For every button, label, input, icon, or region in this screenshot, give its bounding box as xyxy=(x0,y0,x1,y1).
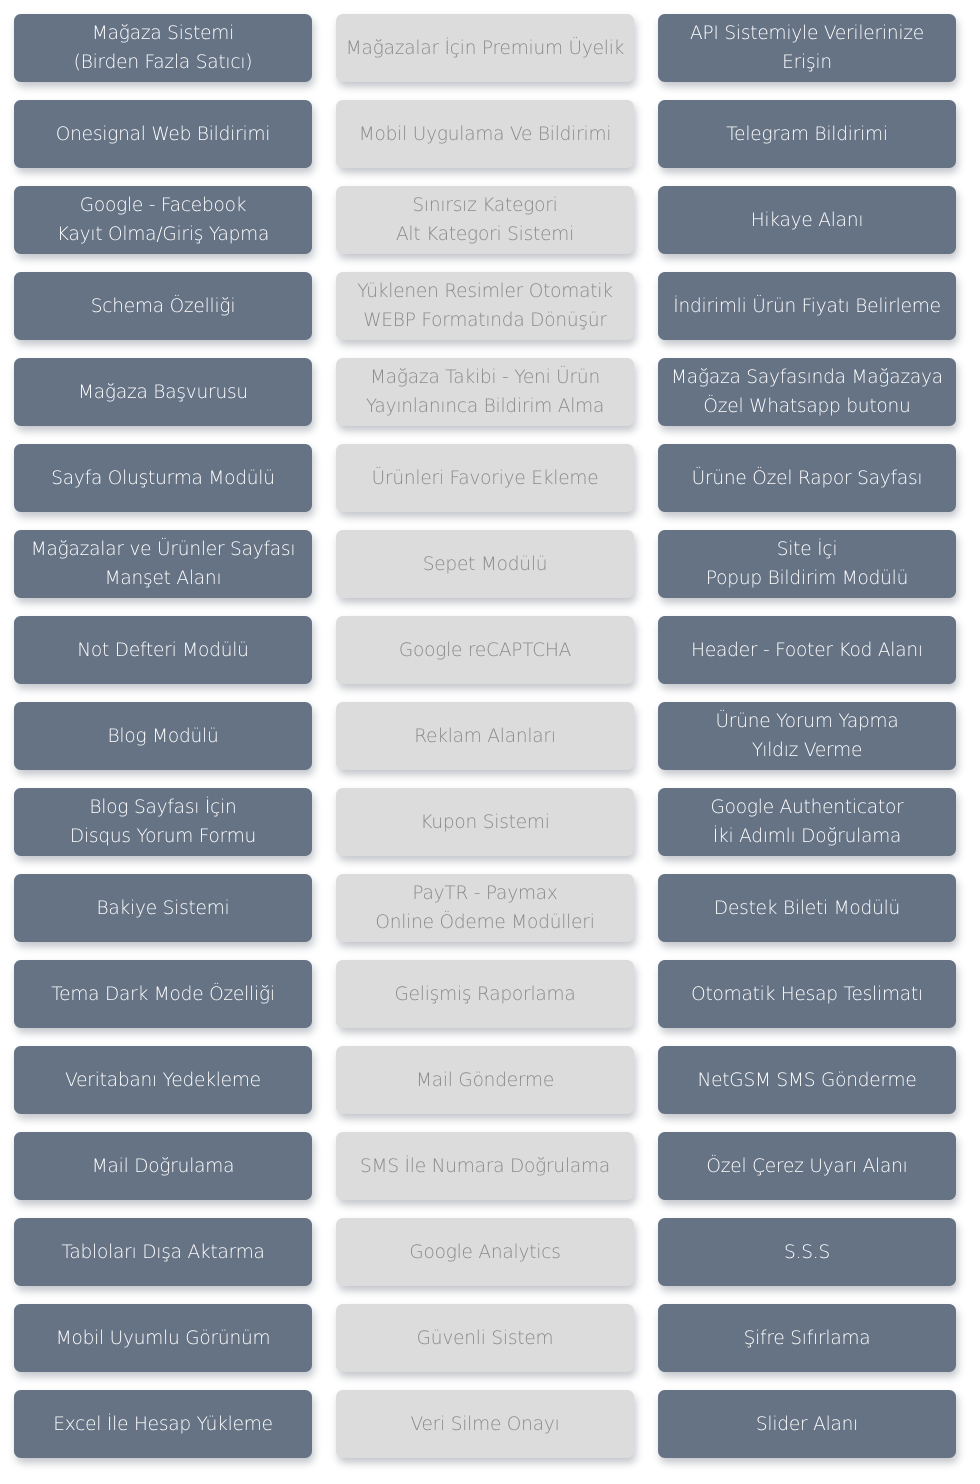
feature-card-r7-c2[interactable]: Sepet Modülü xyxy=(336,530,634,598)
feature-card-r13-c3[interactable]: NetGSM SMS Gönderme xyxy=(658,1046,956,1114)
feature-card-r4-c2[interactable]: Yüklenen Resimler Otomatik WEBP Formatın… xyxy=(336,272,634,340)
feature-card-r3-c3[interactable]: Hikaye Alanı xyxy=(658,186,956,254)
feature-card-r16-c1[interactable]: Mobil Uyumlu Görünüm xyxy=(14,1304,312,1372)
feature-card-r2-c3[interactable]: Telegram Bildirimi xyxy=(658,100,956,168)
feature-grid: Mağaza Sistemi (Birden Fazla Satıcı) Mağa… xyxy=(14,14,956,1458)
feature-card-r15-c2[interactable]: Google Analytics xyxy=(336,1218,634,1286)
feature-card-r12-c2[interactable]: Gelişmiş Raporlama xyxy=(336,960,634,1028)
feature-card-r9-c2[interactable]: Reklam Alanları xyxy=(336,702,634,770)
feature-card-r13-c1[interactable]: Veritabanı Yedekleme xyxy=(14,1046,312,1114)
feature-card-r1-c2[interactable]: Mağazalar İçin Premium Üyelik xyxy=(336,14,634,82)
feature-card-r5-c2[interactable]: Mağaza Takibi - Yeni Ürün Yayınlanınca B… xyxy=(336,358,634,426)
feature-card-r8-c2[interactable]: Google reCAPTCHA xyxy=(336,616,634,684)
feature-card-r17-c3[interactable]: Slider Alanı xyxy=(658,1390,956,1458)
feature-card-r14-c2[interactable]: SMS İle Numara Doğrulama xyxy=(336,1132,634,1200)
feature-card-r6-c3[interactable]: Ürüne Özel Rapor Sayfası xyxy=(658,444,956,512)
feature-card-r11-c1[interactable]: Bakiye Sistemi xyxy=(14,874,312,942)
feature-card-r4-c1[interactable]: Schema Özelliği xyxy=(14,272,312,340)
feature-card-r11-c3[interactable]: Destek Bileti Modülü xyxy=(658,874,956,942)
feature-card-r9-c1[interactable]: Blog Modülü xyxy=(14,702,312,770)
feature-card-r16-c3[interactable]: Şifre Sıfırlama xyxy=(658,1304,956,1372)
feature-card-r14-c1[interactable]: Mail Doğrulama xyxy=(14,1132,312,1200)
feature-card-r11-c2[interactable]: PayTR - Paymax Online Ödeme Modülleri xyxy=(336,874,634,942)
feature-card-r10-c3[interactable]: Google Authenticator İki Adımlı Doğrulam… xyxy=(658,788,956,856)
feature-card-r9-c3[interactable]: Ürüne Yorum Yapma Yıldız Verme xyxy=(658,702,956,770)
feature-card-r5-c1[interactable]: Mağaza Başvurusu xyxy=(14,358,312,426)
feature-card-r10-c1[interactable]: Blog Sayfası İçin Disqus Yorum Formu xyxy=(14,788,312,856)
feature-card-r12-c1[interactable]: Tema Dark Mode Özelliği xyxy=(14,960,312,1028)
feature-card-r2-c2[interactable]: Mobil Uygulama Ve Bildirimi xyxy=(336,100,634,168)
feature-card-r6-c2[interactable]: Ürünleri Favoriye Ekleme xyxy=(336,444,634,512)
feature-card-r15-c1[interactable]: Tabloları Dışa Aktarma xyxy=(14,1218,312,1286)
feature-card-r8-c3[interactable]: Header - Footer Kod Alanı xyxy=(658,616,956,684)
feature-card-r16-c2[interactable]: Güvenli Sistem xyxy=(336,1304,634,1372)
feature-card-r15-c3[interactable]: S.S.S xyxy=(658,1218,956,1286)
feature-card-r8-c1[interactable]: Not Defteri Modülü xyxy=(14,616,312,684)
feature-card-r12-c3[interactable]: Otomatik Hesap Teslimatı xyxy=(658,960,956,1028)
feature-card-r2-c1[interactable]: Onesignal Web Bildirimi xyxy=(14,100,312,168)
feature-card-r3-c2[interactable]: Sınırsız Kategori Alt Kategori Sistemi xyxy=(336,186,634,254)
feature-card-r13-c2[interactable]: Mail Gönderme xyxy=(336,1046,634,1114)
feature-card-r17-c1[interactable]: Excel İle Hesap Yükleme xyxy=(14,1390,312,1458)
feature-card-r3-c1[interactable]: Google - Facebook Kayıt Olma/Giriş Yapma xyxy=(14,186,312,254)
feature-card-r17-c2[interactable]: Veri Silme Onayı xyxy=(336,1390,634,1458)
feature-card-r10-c2[interactable]: Kupon Sistemi xyxy=(336,788,634,856)
feature-card-r7-c1[interactable]: Mağazalar ve Ürünler Sayfası Manşet Alan… xyxy=(14,530,312,598)
feature-card-r1-c3[interactable]: API Sistemiyle Verilerinize Erişin xyxy=(658,14,956,82)
feature-card-r5-c3[interactable]: Mağaza Sayfasında Mağazaya Özel Whatsapp… xyxy=(658,358,956,426)
feature-card-r6-c1[interactable]: Sayfa Oluşturma Modülü xyxy=(14,444,312,512)
feature-card-r4-c3[interactable]: İndirimli Ürün Fiyatı Belirleme xyxy=(658,272,956,340)
feature-card-r1-c1[interactable]: Mağaza Sistemi (Birden Fazla Satıcı) xyxy=(14,14,312,82)
feature-card-r14-c3[interactable]: Özel Çerez Uyarı Alanı xyxy=(658,1132,956,1200)
feature-card-r7-c3[interactable]: Site İçi Popup Bildirim Modülü xyxy=(658,530,956,598)
